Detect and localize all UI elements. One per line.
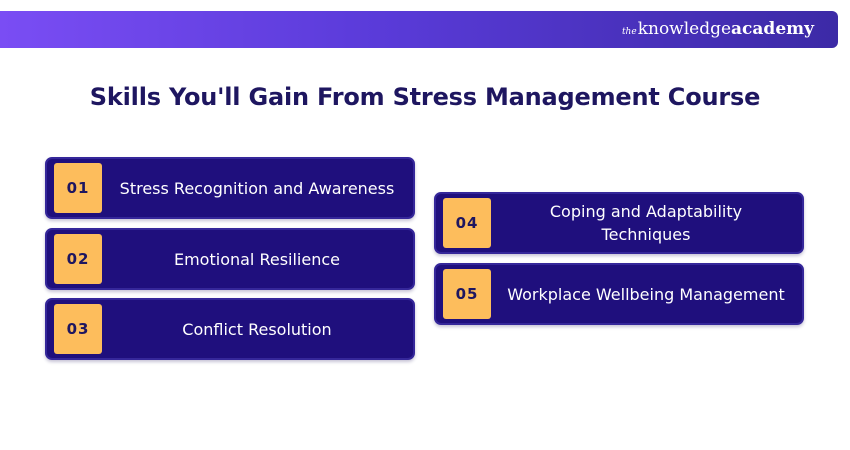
skill-number-badge: 03 xyxy=(54,304,102,354)
skill-number-badge: 05 xyxy=(443,269,491,319)
skill-label: Emotional Resilience xyxy=(173,249,340,269)
skill-label: Conflict Resolution xyxy=(182,319,332,339)
skill-label: Coping and Adaptability Techniques xyxy=(549,202,743,244)
skill-card-workplace-wellbeing: 05 Workplace Wellbeing Management xyxy=(434,263,804,325)
skill-number-badge: 04 xyxy=(443,198,491,248)
skill-card-stress-recognition: 01 Stress Recognition and Awareness xyxy=(45,157,415,219)
skill-card-coping-adaptability: 04 Coping and Adaptability Techniques xyxy=(434,192,804,254)
page-title: Skills You'll Gain From Stress Managemen… xyxy=(89,83,761,111)
brand-bold: academy xyxy=(731,19,814,39)
skill-card-emotional-resilience: 02 Emotional Resilience xyxy=(45,228,415,290)
skill-label: Workplace Wellbeing Management xyxy=(507,284,785,304)
skill-card-conflict-resolution: 03 Conflict Resolution xyxy=(45,298,415,360)
top-banner: theknowledgeacademy xyxy=(0,11,838,48)
brand-prefix: the xyxy=(621,27,637,37)
skill-number-badge: 01 xyxy=(54,163,102,213)
skill-label: Stress Recognition and Awareness xyxy=(119,178,395,198)
skill-number-badge: 02 xyxy=(54,234,102,284)
brand-logo[interactable]: theknowledgeacademy xyxy=(622,19,814,42)
brand-main: knowledge xyxy=(637,19,732,39)
